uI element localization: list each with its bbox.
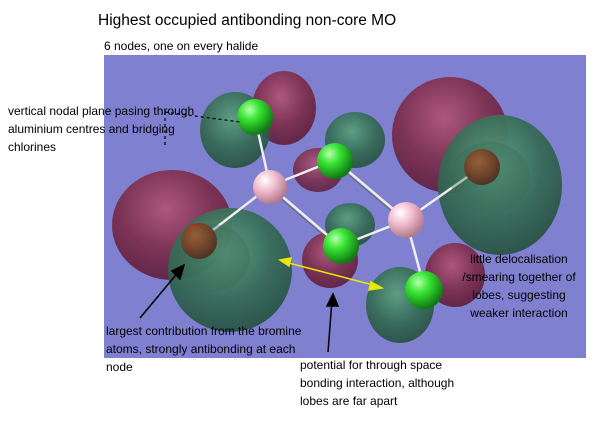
overlay-br-left <box>170 224 250 292</box>
chlorine-atom-top <box>237 99 273 135</box>
through-space-pointer-arrow <box>325 292 340 353</box>
chlorine-atom-bridge-top <box>317 143 353 179</box>
nodal-plane-pointer <box>164 111 241 148</box>
nodal-plane-note: vertical nodal plane pasing through alum… <box>8 104 195 154</box>
through-space-arrow <box>278 257 385 291</box>
bromine-atom-right <box>464 149 500 185</box>
delocalisation-note: little delocalisation /smearing together… <box>462 252 576 320</box>
bromine-atom-left <box>181 223 217 259</box>
page-subtitle: 6 nodes, one on every halide <box>104 39 259 53</box>
overlay-br-right <box>450 142 530 214</box>
bromine-note: largest contribution from the bromine at… <box>106 324 302 374</box>
through-space-note: potential for through space bonding inte… <box>300 358 455 408</box>
lobe-br-right-green <box>438 115 562 255</box>
aluminium-atom-right <box>388 202 424 238</box>
bromine-arrow <box>139 263 186 319</box>
page-title: Highest occupied antibonding non-core MO <box>98 12 397 29</box>
aluminium-atom-left <box>253 170 287 204</box>
chlorine-atom-bridge-bottom <box>323 228 359 264</box>
chlorine-atom-bottom <box>405 271 443 309</box>
